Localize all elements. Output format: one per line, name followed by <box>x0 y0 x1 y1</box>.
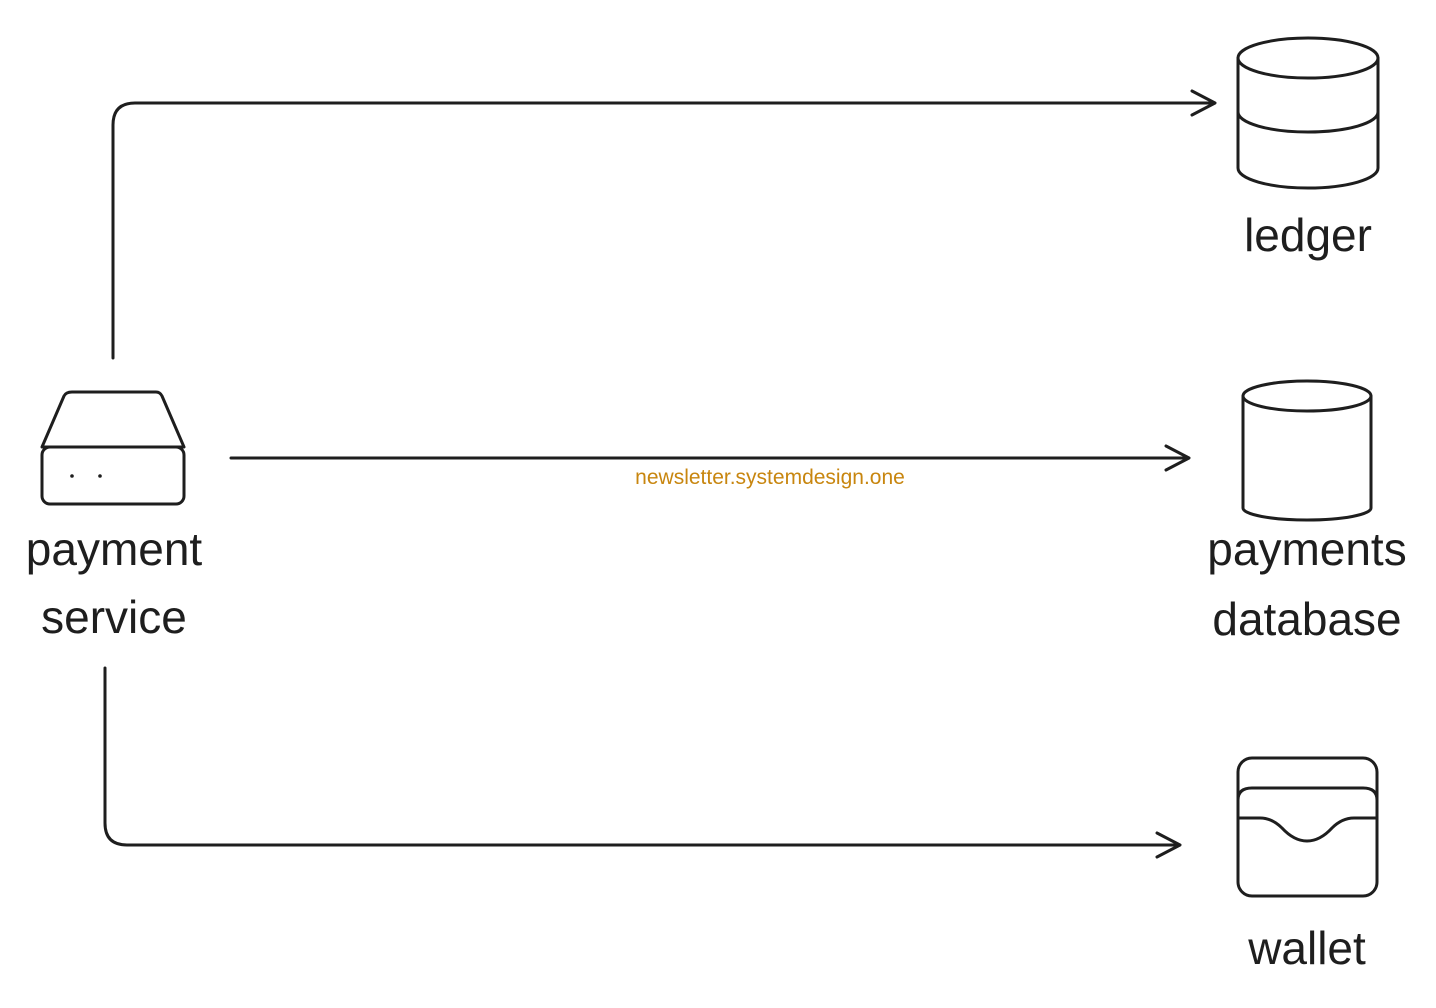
payment-service-label-line1: payment <box>26 523 203 575</box>
ledger-node[interactable]: ledger <box>1236 36 1380 261</box>
payments-database-label-line2: database <box>1212 593 1401 645</box>
edge-to-wallet <box>103 666 1182 859</box>
wallet-label: wallet <box>1247 922 1366 974</box>
payments-database-node[interactable]: payments database <box>1207 379 1407 645</box>
database-icon <box>1241 379 1373 522</box>
server-icon <box>40 390 186 506</box>
arrowhead-icon <box>1190 89 1217 117</box>
server-led-icon <box>70 474 74 478</box>
wallet-icon <box>1236 756 1379 898</box>
payment-service-node[interactable]: payment service <box>26 390 203 643</box>
edge-to-payments-database <box>229 444 1191 472</box>
arrowhead-icon <box>1164 444 1191 472</box>
payment-service-label-line2: service <box>41 591 187 643</box>
wallet-node[interactable]: wallet <box>1236 756 1379 974</box>
watermark-text: newsletter.systemdesign.one <box>635 466 905 489</box>
ledger-label: ledger <box>1244 209 1372 261</box>
database-icon <box>1236 36 1380 190</box>
server-led-icon <box>98 474 102 478</box>
edge-to-ledger <box>111 89 1217 360</box>
arrowhead-icon <box>1155 831 1182 859</box>
payments-database-label-line1: payments <box>1207 523 1406 575</box>
